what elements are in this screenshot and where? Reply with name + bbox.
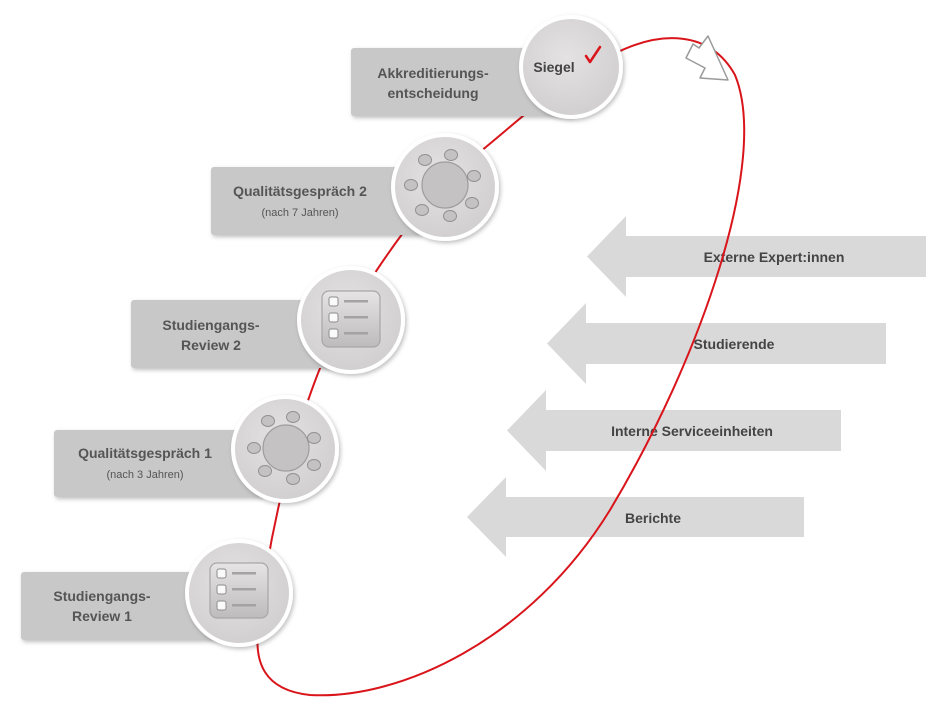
step-label-line2: Review 1 [72, 608, 132, 624]
step-label-line2: entscheidung [387, 85, 478, 101]
round-table-icon [404, 149, 481, 222]
checklist-icon [321, 290, 381, 348]
step-label: Qualitätsgespräch 2 [233, 183, 367, 199]
input-label-students: Studierende [694, 336, 775, 352]
step-box [54, 430, 264, 497]
checklist-icon [209, 562, 269, 619]
round-table-icon [247, 411, 321, 485]
input-label-reports: Berichte [625, 510, 681, 526]
step-label: Qualitätsgespräch 1 [78, 445, 212, 461]
seal-label: Siegel [533, 59, 574, 75]
input-arrow-experts: Externe Expert:innen [587, 216, 926, 297]
step-box [351, 48, 573, 116]
step-quality-talk-2: Qualitätsgespräch 2 (nach 7 Jahren) [211, 133, 499, 241]
step-label-line2: Review 2 [181, 337, 241, 353]
step-sublabel: (nach 3 Jahren) [106, 469, 183, 481]
step-review-2: Studiengangs- Review 2 [131, 266, 405, 374]
step-label-line1: Studiengangs- [53, 588, 151, 604]
input-arrow-service-units: Interne Serviceeinheiten [507, 390, 841, 471]
input-arrow-students: Studierende [547, 303, 886, 384]
step-circle [519, 15, 623, 119]
step-box [211, 167, 421, 235]
checkmark-icon [584, 45, 602, 64]
step-label-line1: Studiengangs- [162, 317, 260, 333]
step-accreditation-decision: Akkreditierungs- entscheidung Siegel [351, 15, 623, 119]
cycle-arrowhead-icon [685, 35, 729, 81]
input-label-experts: Externe Expert:innen [704, 249, 845, 265]
step-quality-talk-1: Qualitätsgespräch 1 (nach 3 Jahren) [54, 395, 339, 503]
step-label-line1: Akkreditierungs- [377, 65, 489, 81]
input-label-service-units: Interne Serviceeinheiten [611, 423, 773, 439]
input-arrow-reports: Berichte [467, 477, 804, 557]
step-review-1: Studiengangs- Review 1 [21, 539, 293, 647]
step-sublabel: (nach 7 Jahren) [261, 207, 338, 219]
